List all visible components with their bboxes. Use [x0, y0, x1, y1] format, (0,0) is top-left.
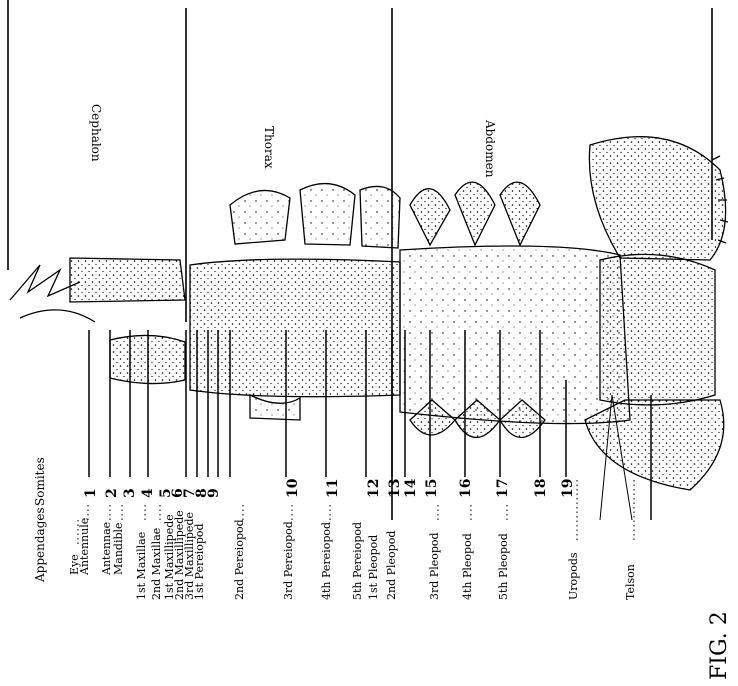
crayfish-body	[10, 137, 728, 490]
appendage-label: 5th Pleopod	[497, 533, 510, 600]
somite-number: 12	[366, 479, 382, 498]
appendage-label: 4th Pleopod	[461, 533, 474, 600]
appendage-label: 1st Maxillae	[135, 532, 148, 600]
somite-number: 14	[403, 478, 419, 498]
figure-caption: FIG. 2	[707, 611, 732, 680]
appendages-header: Appendages	[33, 507, 47, 583]
appendage-label: Uropods	[567, 552, 580, 600]
somite-number: 1	[83, 488, 99, 498]
somite-number: 13	[387, 479, 403, 498]
appendage-label: 3rd Pereiopod	[282, 521, 295, 600]
somite-number: 11	[325, 479, 341, 498]
telson	[600, 254, 715, 405]
somite-number: 9	[206, 488, 222, 498]
somite-number: 17	[495, 479, 511, 498]
region-label-thorax: Thorax	[262, 126, 276, 169]
tail-fan-top	[589, 137, 725, 260]
somites-header: Somites	[33, 457, 47, 506]
abdomen	[400, 246, 630, 424]
region-label-cephalon: Cephalon	[89, 104, 103, 162]
appendage-label: 3rd Pleopod	[428, 532, 441, 600]
appendage-label: 2nd Maxillae	[150, 528, 163, 600]
somite-number: 10	[285, 478, 301, 498]
somite-number: 3	[122, 488, 138, 498]
somite-number: 16	[458, 479, 474, 498]
appendage-label: 2nd Pleopod	[385, 531, 398, 600]
somite-number: 2	[104, 488, 120, 498]
cephalon-appendages	[70, 258, 185, 302]
appendage-labels: Eye Antennule Antennae Mandible 1st Maxi…	[68, 510, 637, 600]
thorax-carapace	[190, 259, 400, 397]
somite-numbers: 1 2 3 4 5 6 7 8 9 10 11 12 13 14 15 16 1…	[83, 478, 576, 498]
appendage-label: Antennule	[78, 518, 91, 576]
appendage-label: 1st Pleopod	[367, 535, 380, 600]
appendage-label: 2nd Pereiopod	[233, 519, 246, 600]
tail-fan-bottom	[585, 400, 724, 490]
appendage-label: 5th Pereiopod	[351, 522, 364, 600]
somite-number: 4	[140, 488, 156, 498]
somite-number: 19	[560, 479, 576, 498]
appendage-label: 4th Pereiopod	[320, 522, 333, 600]
somite-number: 18	[533, 479, 549, 498]
appendage-label: Telson	[624, 564, 637, 600]
region-label-abdomen: Abdomen	[483, 119, 497, 178]
appendage-label: 1st Pereiopod	[193, 523, 206, 600]
somite-number: 15	[424, 479, 440, 498]
appendage-label: Mandible	[112, 522, 125, 575]
